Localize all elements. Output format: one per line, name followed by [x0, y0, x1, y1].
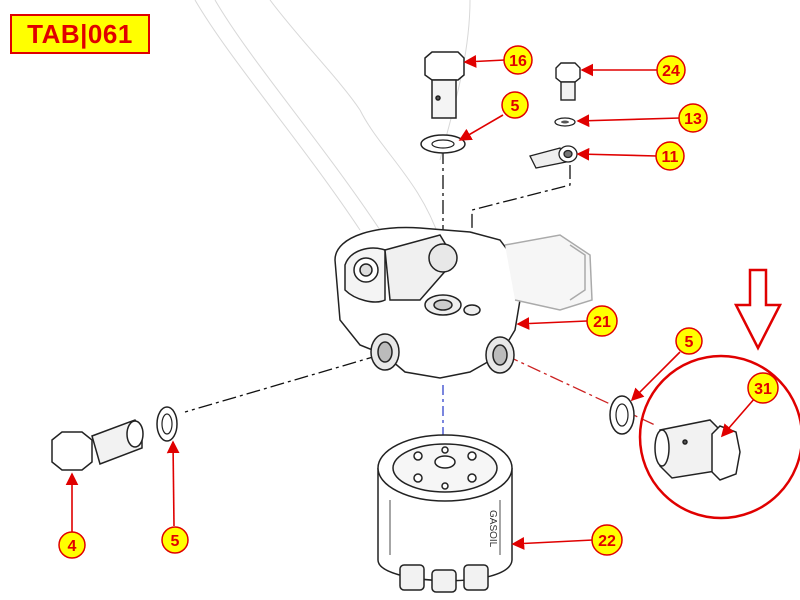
callout-24-label: 24 — [662, 63, 680, 80]
small-washer-drawing — [554, 117, 576, 127]
callout-22-label: 22 — [598, 533, 616, 550]
callout-31: 31 — [747, 372, 779, 404]
callout-16-label: 16 — [509, 53, 527, 70]
bolt-4-drawing — [51, 419, 144, 471]
callouts: 16 24 5 13 11 21 5 31 — [58, 45, 779, 559]
callout-5-left: 5 — [161, 526, 189, 554]
filter-cartridge-drawing — [377, 434, 513, 593]
background-hoses — [194, 0, 471, 241]
callout-21: 21 — [586, 305, 618, 337]
tab-code-label: TAB|061 — [10, 14, 150, 54]
callout-22: 22 — [591, 524, 623, 556]
callout-5-right-label: 5 — [685, 334, 694, 351]
callout-5-right: 5 — [675, 327, 703, 355]
screw-24-drawing — [555, 62, 581, 101]
callout-5-top: 5 — [501, 91, 529, 119]
callout-16: 16 — [503, 45, 533, 75]
washer-left-drawing — [156, 406, 178, 442]
callout-11-label: 11 — [662, 149, 679, 166]
callout-5-top-label: 5 — [511, 98, 520, 115]
filter-head-drawing — [334, 226, 593, 379]
washer-top-drawing — [420, 134, 466, 154]
down-arrow-icon — [733, 268, 783, 351]
bolt-31-drawing — [654, 419, 741, 481]
callout-24: 24 — [656, 55, 686, 85]
highlight-circle — [638, 354, 800, 520]
callout-21-label: 21 — [593, 314, 611, 331]
filter-brand-text: GASOIL — [487, 510, 498, 548]
fitting-11-drawing — [529, 145, 578, 169]
callout-31-label: 31 — [754, 381, 772, 398]
callout-11: 11 — [655, 141, 685, 171]
leader-lines — [65, 55, 756, 550]
callout-4-label: 4 — [68, 538, 77, 555]
callout-5-left-label: 5 — [171, 533, 180, 550]
callout-13: 13 — [678, 103, 708, 133]
washer-right-drawing — [609, 395, 635, 435]
bolt-16-drawing — [424, 51, 465, 119]
callout-4: 4 — [58, 531, 86, 559]
callout-13-label: 13 — [684, 111, 702, 128]
